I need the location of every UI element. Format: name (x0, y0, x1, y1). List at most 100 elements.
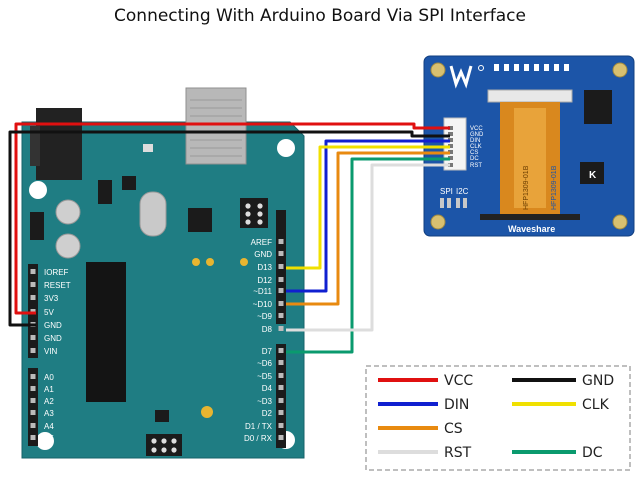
display-pin-pads (494, 64, 569, 71)
wire-cs (286, 151, 450, 306)
left-pin-label: A2 (44, 397, 54, 406)
left-pin-hole (30, 398, 36, 403)
mount-hole (277, 139, 295, 157)
legend-label: VCC (444, 373, 473, 389)
right-pin-label: D12 (257, 276, 272, 285)
wire-dc (286, 157, 450, 354)
left-pin-label: A0 (44, 373, 54, 382)
right-pin-hole (278, 435, 284, 440)
left-pin-hole (30, 374, 36, 379)
right-pin-label: D4 (262, 384, 273, 393)
left-pin-hole (30, 295, 36, 300)
display-mount-hole (430, 62, 446, 78)
mount-hole (29, 181, 47, 199)
left-pin-hole (30, 410, 36, 415)
display-mount-hole (612, 214, 628, 230)
right-pin-hole (278, 277, 284, 282)
mount-hole (36, 432, 54, 450)
right-pin-label: AREF (251, 238, 272, 247)
small-chip (98, 180, 112, 204)
right-pin-label: D0 / RX (244, 434, 273, 443)
left-pin-hole (30, 386, 36, 391)
legend-label: CLK (582, 397, 610, 413)
right-pin-hole (278, 360, 284, 365)
display-pin-label: CLK (470, 144, 482, 150)
left-header-analog (28, 368, 38, 446)
left-pin-label: RESET (44, 281, 71, 290)
right-pin-label: ~D10 (253, 300, 273, 309)
right-pin-hole (278, 326, 284, 331)
left-pin-label: GND (44, 334, 62, 343)
display-pin-contact (448, 163, 453, 167)
display-pin-contact (448, 138, 453, 142)
right-pin-hole (278, 385, 284, 390)
flex-ribbon-center (514, 108, 546, 208)
display-pin-label: RST (470, 163, 482, 169)
capacitor (55, 233, 81, 259)
power-jack (36, 108, 82, 180)
legend-label: GND (582, 373, 614, 389)
ribbon-label: HFP1309-01B (523, 165, 530, 210)
wire-vcc (14, 122, 450, 315)
left-pin-label: 5V (44, 308, 54, 317)
right-pin-label: ~D3 (257, 397, 272, 406)
right-header-bottom (276, 344, 286, 448)
mode-label-i2c: I2C (456, 187, 469, 196)
display-mount-hole (430, 214, 446, 230)
right-pin-label: D1 / TX (245, 422, 273, 431)
left-pin-label: A1 (44, 385, 54, 394)
led (206, 258, 214, 266)
small-chip (155, 410, 169, 422)
left-pin-label: VIN (44, 347, 58, 356)
left-pin-hole (30, 335, 36, 340)
display-pin-label: VCC (470, 126, 483, 132)
display-brand: Waveshare (508, 224, 555, 234)
mcu-chip (86, 262, 126, 402)
regulator (30, 212, 44, 240)
display-pin-contact (448, 156, 453, 160)
left-pin-hole (30, 348, 36, 353)
left-pin-label: IOREF (44, 268, 69, 277)
waveshare-logo-icon (449, 65, 484, 89)
reset-button-knob (201, 406, 213, 418)
right-pin-label: ~D5 (257, 372, 272, 381)
driver-chip (584, 90, 612, 124)
wire-din (286, 139, 450, 293)
fpc-connector (487, 89, 573, 103)
reset-button (143, 144, 153, 152)
right-pin-label: GND (254, 250, 272, 259)
diagram-title: Connecting With Arduino Board Via SPI In… (114, 6, 526, 26)
mode-switch-pads (440, 198, 467, 208)
left-pin-label: A3 (44, 409, 54, 418)
ribbon-label-2: HFP1309-01B (551, 165, 558, 210)
small-chip (122, 176, 136, 190)
display-pin-label: DIN (470, 138, 480, 144)
right-pin-hole (278, 313, 284, 318)
display-pin-contact (448, 150, 453, 154)
usb-chip (188, 208, 212, 232)
left-pin-hole (30, 423, 36, 428)
right-pin-label: D2 (262, 409, 273, 418)
led (240, 258, 248, 266)
display-pin-contact (448, 132, 453, 136)
display-pin-contact (448, 144, 453, 148)
right-pin-labels: AREFGNDD13D12~D11~D10~D9D8D7~D6~D5D4~D3D… (244, 238, 284, 443)
right-pin-hole (278, 410, 284, 415)
display-pin-header (443, 117, 467, 171)
right-pin-hole (278, 288, 284, 293)
wire-gnd (8, 130, 450, 327)
key-chip-label: K (589, 170, 597, 181)
screen-edge (480, 214, 580, 220)
right-pin-hole (278, 239, 284, 244)
mode-label-spi: SPI (440, 187, 453, 196)
legend-label: DIN (444, 397, 469, 413)
power-jack-tab (30, 126, 40, 166)
wire-rst (286, 163, 450, 332)
left-pin-label: 3V3 (44, 294, 59, 303)
icsp-header-bottom (146, 434, 182, 456)
